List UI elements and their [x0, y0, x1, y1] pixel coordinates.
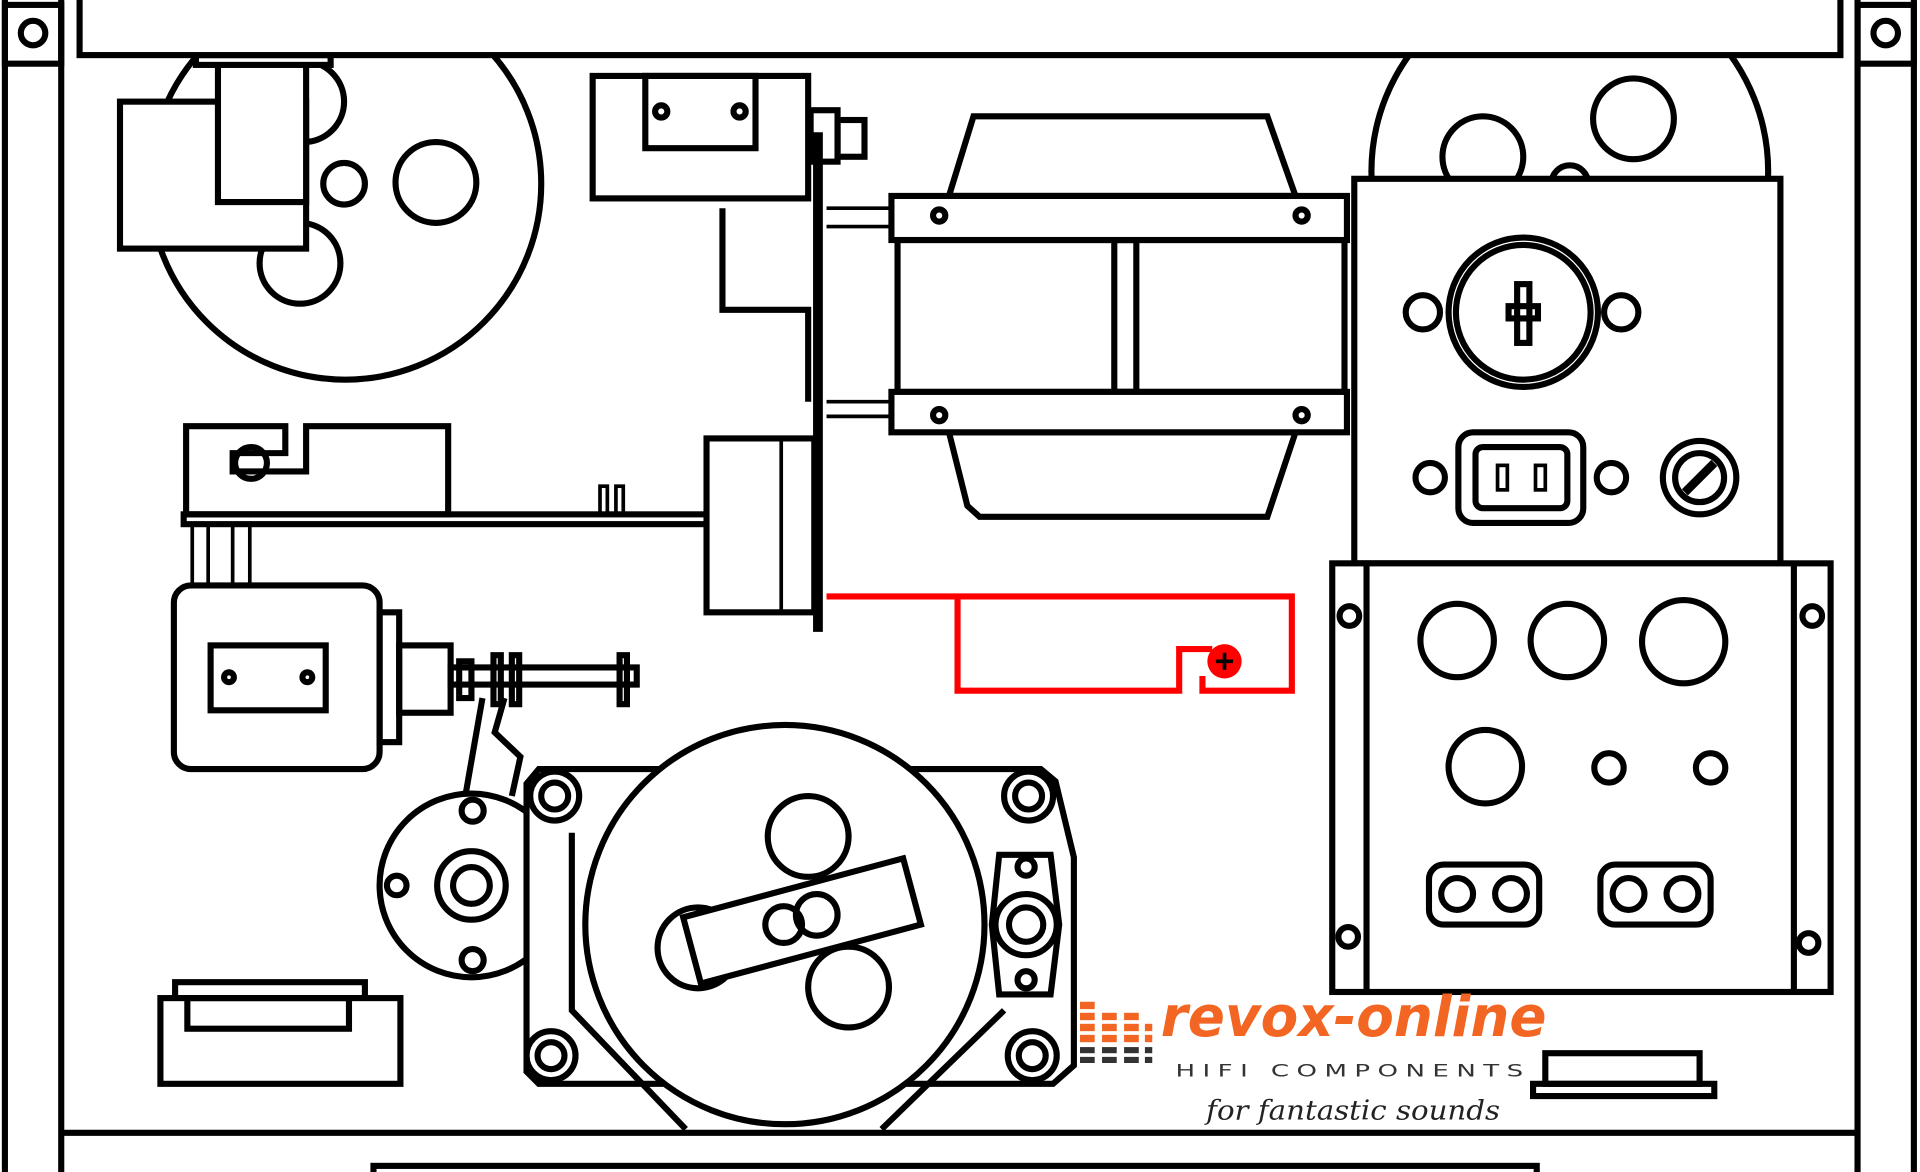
motor: [888, 113, 1350, 520]
logo-brand: revox-online: [1161, 985, 1547, 1050]
head-block: [589, 72, 892, 632]
revox-online-logo: revox-online HIFI COMPONENTS for fantast…: [1080, 985, 1547, 1126]
power-panel: [1351, 175, 1784, 567]
capstan-assembly: [523, 721, 1077, 1132]
highlighted-wire: [826, 593, 1295, 694]
top-cover: [76, 0, 1844, 59]
left-reel: [116, 0, 545, 383]
bottom-left-bracket: [157, 979, 404, 1087]
connector-panel: [1329, 560, 1834, 996]
pulley-wheel: [376, 790, 567, 981]
equalizer-icon: [1080, 1001, 1153, 1064]
bottom-right-bracket: [1530, 1050, 1718, 1100]
brake-arm: [180, 423, 818, 616]
logo-tagline: HIFI COMPONENTS: [1176, 1061, 1531, 1081]
logo-slogan: for fantastic sounds: [1204, 1095, 1500, 1126]
solenoid: [170, 582, 640, 797]
